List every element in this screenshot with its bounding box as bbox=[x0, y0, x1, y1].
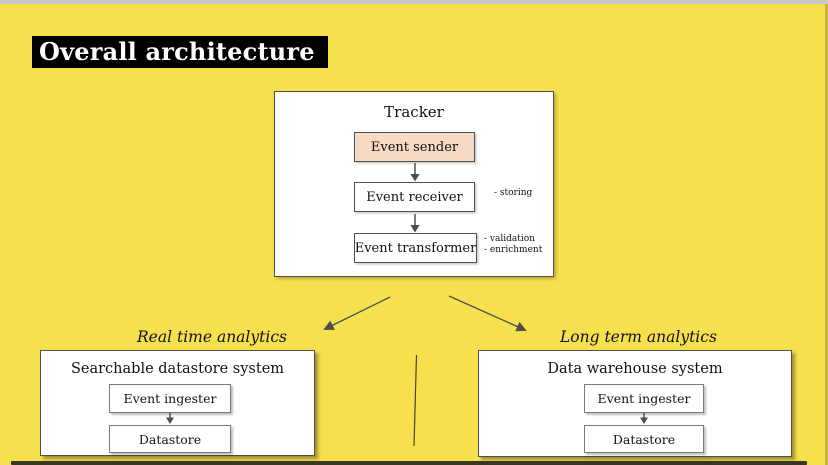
node-event-ingester-realtime: Event ingester bbox=[109, 384, 231, 413]
page-title: Overall architecture bbox=[32, 36, 328, 68]
searchable-datastore-system-group: Searchable datastore system Event ingest… bbox=[40, 350, 315, 456]
arrow-tracker-to-realtime bbox=[323, 296, 391, 330]
label-real-time-analytics: Real time analytics bbox=[137, 328, 287, 346]
data-warehouse-system-title: Data warehouse system bbox=[547, 361, 723, 377]
tracker-group: Tracker Event sender Event receiver - st… bbox=[274, 91, 554, 277]
node-event-transformer: Event transformer bbox=[354, 233, 477, 263]
node-datastore-longterm: Datastore bbox=[584, 425, 704, 453]
slide-right-edge bbox=[825, 4, 828, 465]
node-event-ingester-longterm: Event ingester bbox=[584, 384, 704, 413]
note-enrichment: - enrichment bbox=[484, 245, 543, 255]
node-event-sender: Event sender bbox=[354, 132, 475, 162]
note-storing: - storing bbox=[494, 188, 533, 198]
window-top-edge bbox=[0, 0, 828, 4]
label-long-term-analytics: Long term analytics bbox=[560, 328, 717, 346]
divider-line bbox=[413, 354, 418, 447]
slide-bottom-shadow bbox=[11, 461, 807, 465]
searchable-datastore-system-title: Searchable datastore system bbox=[70, 361, 285, 377]
arrow-receiver-to-transformer bbox=[410, 214, 420, 233]
arrow-sender-to-receiver bbox=[410, 163, 420, 182]
node-event-receiver: Event receiver bbox=[354, 182, 475, 212]
arrow-tracker-to-longterm bbox=[448, 295, 527, 332]
node-datastore-realtime: Datastore bbox=[109, 425, 231, 453]
arrow-ingester-to-datastore-longterm bbox=[640, 413, 648, 424]
tracker-group-title: Tracker bbox=[384, 103, 444, 121]
data-warehouse-system-group: Data warehouse system Event ingester Dat… bbox=[478, 350, 792, 457]
arrow-ingester-to-datastore-realtime bbox=[166, 413, 174, 424]
note-validation: - validation bbox=[484, 234, 535, 244]
